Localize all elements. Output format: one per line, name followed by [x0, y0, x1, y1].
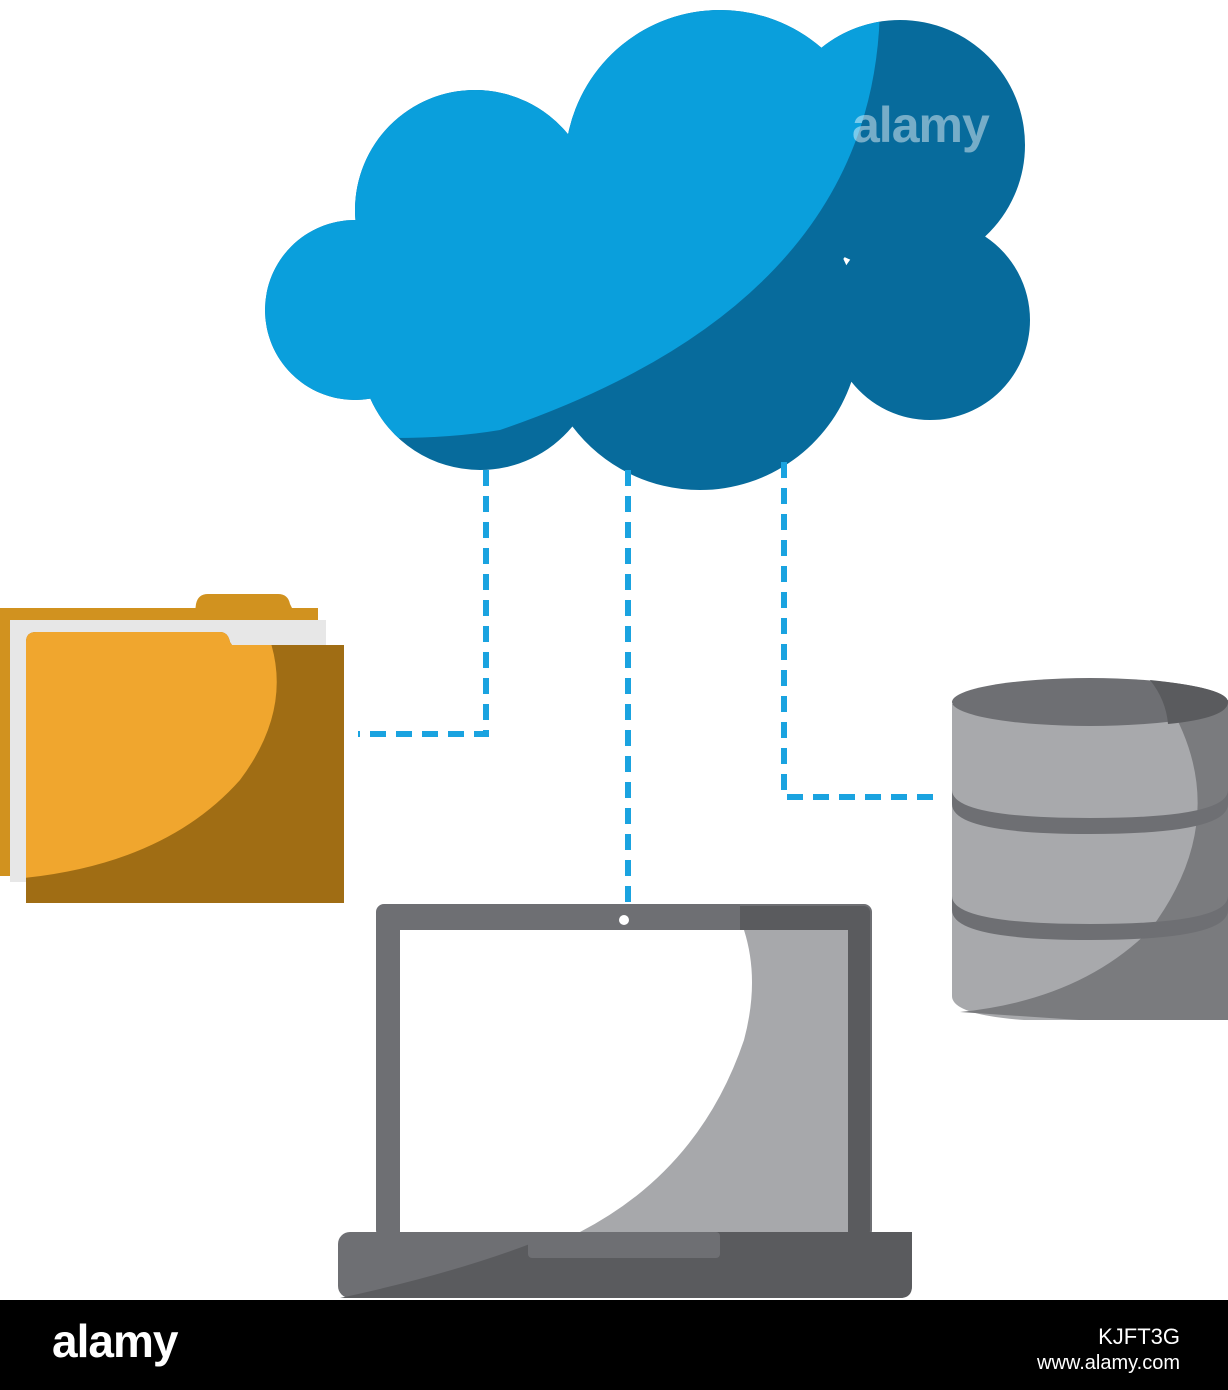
database-body-shade: [960, 700, 1228, 1020]
database-icon: [952, 678, 1228, 1020]
laptop-camera: [619, 915, 629, 925]
connector-folder: [358, 470, 489, 737]
footer-url: www.alamy.com: [1037, 1352, 1180, 1374]
laptop-base-shade: [340, 1232, 912, 1298]
cloud-icon: [265, 10, 1030, 490]
footer-bar: alamy KJFT3G www.alamy.com: [0, 1300, 1228, 1390]
footer-image-id: KJFT3G: [1098, 1324, 1180, 1349]
watermark-logo: alamy: [852, 97, 990, 153]
laptop-screen-reflection: [580, 930, 848, 1232]
cloud-computing-illustration: [0, 10, 1228, 1298]
database-ring-2: [952, 896, 1228, 940]
connector-database: [781, 462, 940, 800]
database-ring-1: [952, 790, 1228, 834]
laptop-icon: [338, 904, 912, 1298]
database-top-shade: [1150, 680, 1228, 724]
connectors: [358, 462, 940, 912]
folder-front-light: [26, 632, 277, 880]
footer-logo: alamy: [52, 1315, 178, 1367]
laptop-touchpad: [528, 1232, 720, 1258]
folder-icon: [0, 594, 344, 903]
